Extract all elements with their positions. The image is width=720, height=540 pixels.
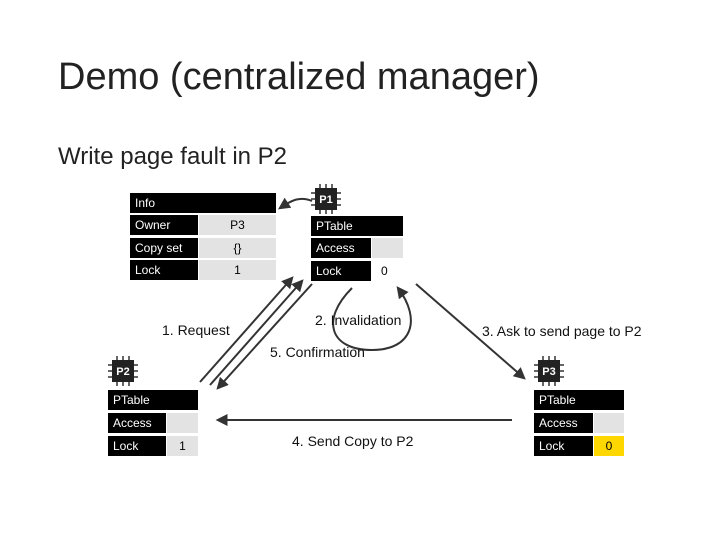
info-lock-label: Lock — [130, 260, 198, 280]
p2-access-label: Access — [108, 413, 166, 433]
p3-lock-value: 0 — [594, 436, 624, 456]
p3-ptable-header: PTable — [534, 390, 624, 410]
p1-lock-label: Lock — [311, 261, 371, 281]
invalidation-loop-arrow — [332, 286, 412, 352]
p1-chip-label: P1 — [319, 194, 332, 206]
p2-access-value — [167, 413, 198, 433]
slide-subtitle: Write page fault in P2 — [58, 143, 288, 170]
step-send-copy-label: 4. Send Copy to P2 — [292, 433, 414, 449]
info-table-header: Info — [130, 193, 276, 213]
info-lock-value: 1 — [199, 260, 276, 280]
p3-access-value — [594, 413, 624, 433]
step-ask-send-label: 3. Ask to send page to P2 — [482, 323, 642, 339]
p3-chip-label: P3 — [542, 366, 555, 378]
step-invalidation-label: 2. Invalidation — [315, 312, 402, 328]
p1-chip-icon: P1 — [311, 184, 341, 214]
p2-lock-value: 1 — [167, 436, 198, 456]
info-copyset-value: {} — [199, 238, 276, 258]
request-arrow-2 — [209, 279, 304, 386]
p1-access-value — [372, 238, 403, 258]
p1-to-info-arrow — [278, 197, 313, 210]
p3-access-label: Access — [534, 413, 593, 433]
step-request-label: 1. Request — [162, 322, 230, 338]
p2-lock-label: Lock — [108, 436, 166, 456]
p3-chip-icon: P3 — [534, 356, 564, 386]
p1-access-label: Access — [311, 238, 371, 258]
ask-send-arrow — [415, 283, 526, 380]
slide-title: Demo (centralized manager) — [58, 56, 540, 98]
confirmation-arrow — [216, 283, 313, 390]
step-confirmation-label: 5. Confirmation — [270, 344, 365, 360]
p3-lock-label: Lock — [534, 436, 593, 456]
request-arrow-1 — [199, 276, 294, 383]
info-owner-value: P3 — [199, 215, 276, 235]
info-owner-label: Owner — [130, 215, 198, 235]
p1-lock-value: 0 — [381, 264, 388, 278]
p2-ptable-header: PTable — [108, 390, 198, 410]
p2-chip-label: P2 — [116, 366, 129, 378]
info-copyset-label: Copy set — [130, 238, 198, 258]
p1-ptable-header: PTable — [311, 216, 403, 236]
p2-chip-icon: P2 — [108, 356, 138, 386]
